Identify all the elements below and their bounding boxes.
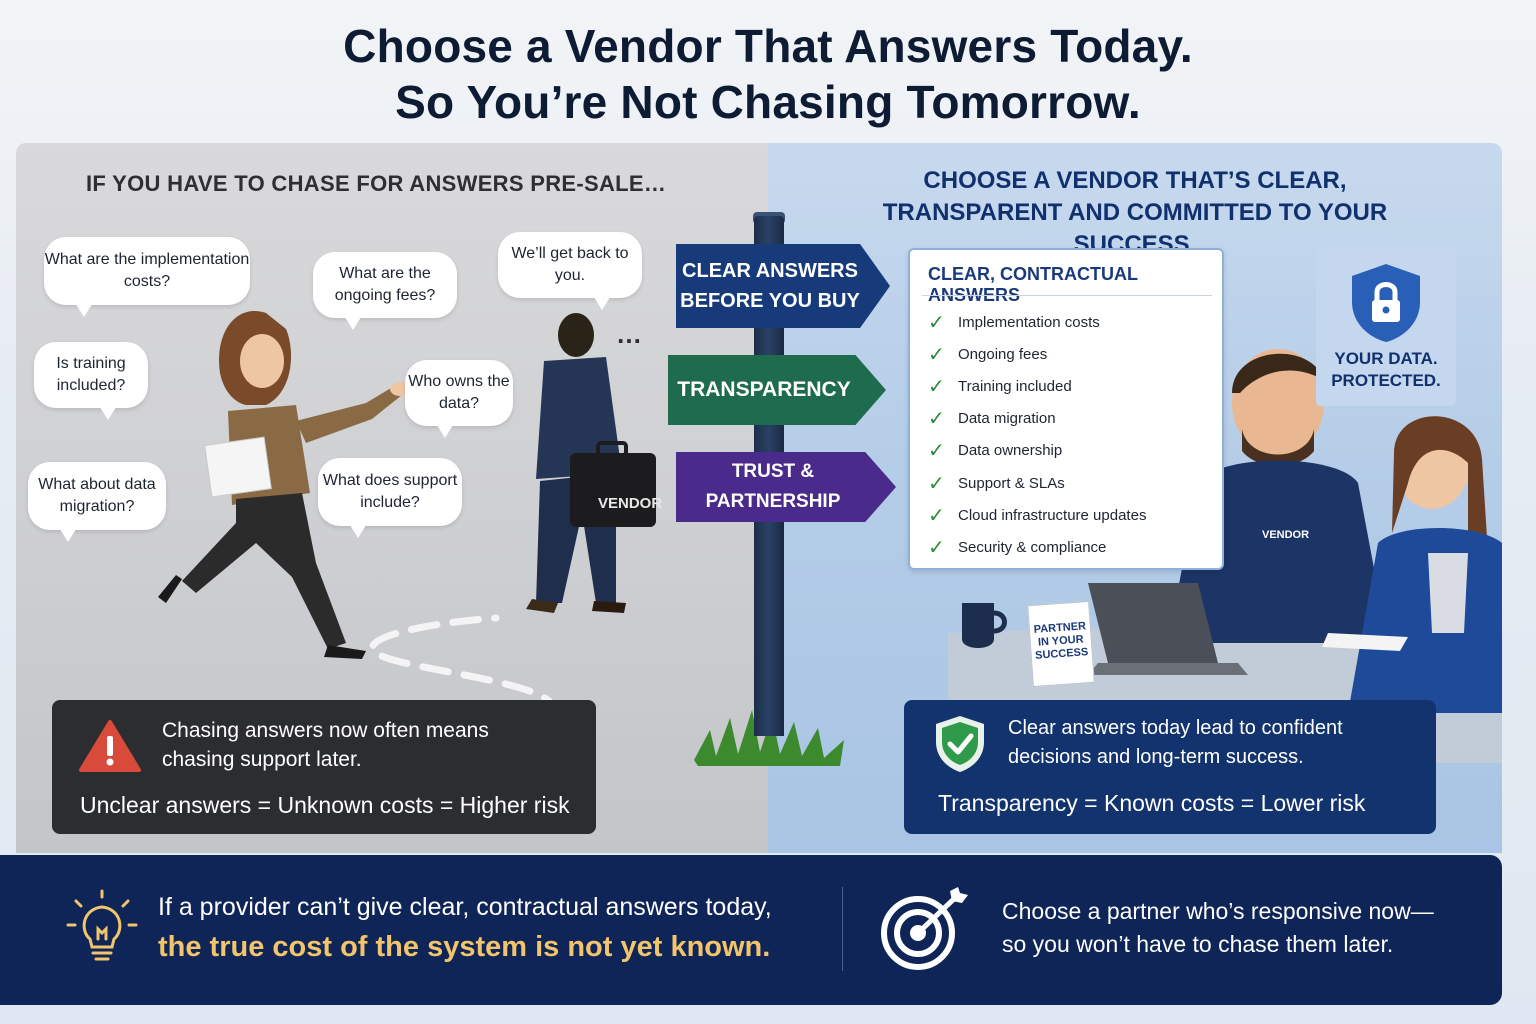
bubble-get-back-to-you: We’ll get back to you. [498,232,642,310]
bubble-data-migration: What about data migration? [28,462,166,542]
sign-clear-answers: CLEAR ANSWERS BEFORE YOU BUY [676,244,890,328]
winding-road-illustration [92,614,558,777]
partner-desk-card: PARTNER IN YOUR SUCCESS [1027,600,1095,688]
checklist-item: ✓Security & compliance [928,536,1107,559]
ellipsis: … [616,319,642,349]
target-icon [881,887,968,970]
bubble-ongoing-fees: What are the ongoing fees? [313,252,457,330]
briefcase-label: VENDOR [598,495,663,512]
checklist-item: ✓Ongoing fees [928,343,1048,366]
success-box: Clear answers today lead to confident de… [904,700,1436,834]
headline-line-1: Choose a Vendor That Answers Today. [343,20,1193,72]
sign-transparency: TRANSPARENCY [668,355,886,425]
checkmark-icon: ✓ [928,440,945,463]
shield-lock-icon [1352,264,1420,342]
checklist-item: ✓Support & SLAs [928,472,1065,495]
shield-text: YOUR DATA. PROTECTED. [1331,349,1441,390]
warning-text: Chasing answers now often means chasing … [162,719,489,771]
warning-triangle-icon [79,720,141,772]
bubble-data-ownership: Who owns the data? [405,360,513,438]
data-protected-card: YOUR DATA. PROTECTED. [1316,248,1456,406]
left-heading: IF YOU HAVE TO CHASE FOR ANSWERS PRE-SAL… [86,171,667,196]
success-text: Clear answers today lead to confident de… [1008,717,1343,768]
headline-line-2: So You’re Not Chasing Tomorrow. [395,76,1141,128]
contractual-answers-card: CLEAR, CONTRACTUAL ANSWERS ✓Implementati… [908,248,1224,570]
lightbulb-icon [66,889,138,961]
banner-left-line-1: If a provider can’t give clear, contract… [158,893,772,921]
checklist-item: ✓Data ownership [928,440,1063,463]
risk-equation: Unclear answers = Unknown costs = Higher… [80,792,570,818]
checkmark-icon: ✓ [928,343,945,366]
checkmark-icon: ✓ [928,408,945,431]
walking-vendor-illustration [526,313,656,613]
right-heading: CHOOSE A VENDOR THAT’S CLEAR, TRANSPAREN… [882,167,1388,258]
checklist: ✓Implementation costs ✓Ongoing fees ✓Tra… [928,306,1146,564]
sign-trust-partnership: TRUST & PARTNERSHIP [676,452,896,522]
checklist-item: ✓Cloud infrastructure updates [928,504,1147,527]
headline: Choose a Vendor That Answers Today. So Y… [0,18,1536,130]
checklist-item: ✓Implementation costs [928,311,1100,334]
checkmark-icon: ✓ [928,536,945,559]
checkmark-icon: ✓ [928,375,945,398]
grass-illustration [694,710,844,766]
running-woman-illustration [158,311,410,659]
banner-left-line-2: the true cost of the system is not yet k… [158,931,771,963]
bubble-training-included: Is training included? [34,342,148,420]
bubble-implementation-costs: What are the implementation costs? [44,237,250,317]
card-title: CLEAR, CONTRACTUAL ANSWERS [928,264,1138,305]
checklist-item: ✓Training included [928,375,1072,398]
bottom-banner: If a provider can’t give clear, contract… [0,855,1502,1005]
banner-right-text: Choose a partner who’s responsive now— s… [1002,898,1434,957]
transparency-equation: Transparency = Known costs = Lower risk [938,790,1366,816]
card-divider [922,295,1212,296]
checkmark-icon: ✓ [928,504,945,527]
checkmark-icon: ✓ [928,472,945,495]
shield-check-icon [936,716,984,772]
checklist-item: ✓Data migration [928,408,1056,431]
bubble-support-includes: What does support include? [318,458,462,538]
checkmark-icon: ✓ [928,311,945,334]
banner-divider [842,887,843,971]
warning-box: Chasing answers now often means chasing … [52,700,596,834]
shirt-label: VENDOR [1262,529,1310,541]
